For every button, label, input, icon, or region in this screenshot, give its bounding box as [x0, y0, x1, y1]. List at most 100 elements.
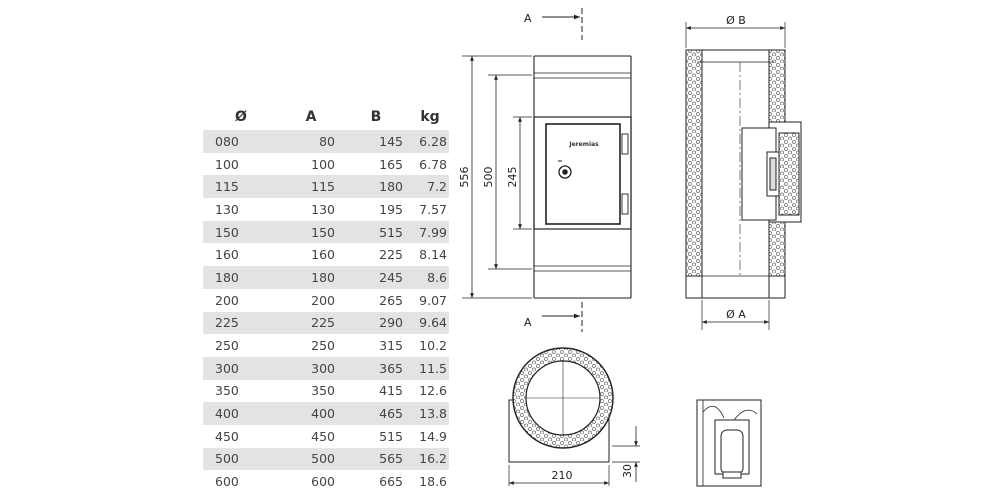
- cell-diameter: 100: [215, 156, 239, 172]
- table-row: 130 130 195 7.57: [203, 198, 449, 221]
- cell-kg: 11.5: [407, 356, 449, 380]
- section-door-latch: [769, 157, 777, 191]
- cell-diameter: 080: [203, 130, 279, 153]
- cell-kg: 7.99: [407, 220, 449, 244]
- cell-kg: 12.6: [419, 383, 447, 399]
- cell-kg: 8.6: [407, 266, 449, 289]
- cell-a: 80: [279, 130, 339, 153]
- insulation-left: [685, 49, 703, 277]
- cell-kg: 8.14: [419, 247, 447, 263]
- cell-kg: 10.2: [419, 338, 447, 354]
- cell-b: 515: [339, 220, 407, 244]
- cell-diameter: 500: [203, 447, 279, 471]
- dim-556-label: 556: [458, 167, 471, 188]
- detail-latch-body: [720, 429, 744, 475]
- section-label-top: A: [524, 12, 532, 25]
- cell-b: 225: [379, 247, 403, 263]
- dim-30-label: 30: [621, 464, 634, 478]
- cell-a: 600: [311, 474, 335, 490]
- cell-diameter: 450: [215, 428, 239, 444]
- cell-a: 500: [279, 447, 339, 471]
- cell-b: 415: [379, 383, 403, 399]
- cell-b: 515: [379, 428, 403, 444]
- bottom-view: [508, 347, 640, 486]
- cell-a: 115: [279, 175, 339, 199]
- cell-b: 665: [379, 474, 403, 490]
- cell-b: 365: [339, 356, 407, 380]
- cell-a: 450: [311, 428, 335, 444]
- dim-500-label: 500: [482, 167, 495, 188]
- cell-kg: 16.2: [407, 447, 449, 471]
- door-brand: Jeremias: [568, 141, 599, 148]
- header-b: B: [370, 109, 382, 125]
- section-view: [685, 22, 802, 330]
- cell-b: 465: [339, 402, 407, 425]
- cell-diameter: 225: [203, 311, 279, 335]
- cell-b: 315: [379, 338, 403, 354]
- dim-245-label: 245: [506, 167, 519, 188]
- cell-diameter: 300: [203, 356, 279, 380]
- spec-table-header: Ø A B kg: [203, 104, 449, 130]
- section-markers: [542, 8, 583, 332]
- cell-a: 300: [279, 356, 339, 380]
- dim-210-label: 210: [552, 469, 573, 482]
- header-diameter: Ø: [235, 109, 247, 125]
- cell-kg: 6.78: [419, 156, 447, 172]
- cell-a: 100: [311, 156, 335, 172]
- table-row: 250 250 315 10.2: [203, 334, 449, 357]
- cell-kg: 7.57: [419, 201, 447, 217]
- table-row: 450 450 515 14.9: [203, 425, 449, 448]
- cell-a: 400: [279, 402, 339, 425]
- detail-outer-box: [696, 399, 762, 487]
- cell-a: 200: [311, 292, 335, 308]
- header-a: A: [305, 109, 317, 125]
- bottom-outer-circle: [512, 347, 614, 449]
- cell-kg: 14.9: [419, 428, 447, 444]
- section-label-bottom: A: [524, 316, 532, 329]
- door-hinge-bottom: [621, 193, 629, 215]
- cell-diameter: 130: [215, 201, 239, 217]
- cell-diameter: 600: [215, 474, 239, 490]
- vertical-dimensions: [462, 55, 532, 299]
- cell-a: 160: [311, 247, 335, 263]
- cell-a: 130: [311, 201, 335, 217]
- door-frame: [533, 116, 632, 230]
- detail-latch-base: [722, 471, 742, 479]
- cell-diameter: 150: [203, 220, 279, 244]
- door-hinge-top: [621, 133, 629, 155]
- detail-flap-left: [702, 405, 725, 419]
- header-kg: kg: [420, 109, 440, 125]
- cell-a: 350: [311, 383, 335, 399]
- cell-kg: 9.64: [407, 311, 449, 335]
- cell-kg: 18.6: [419, 474, 447, 490]
- cell-a: 250: [311, 338, 335, 354]
- cell-b: 290: [339, 311, 407, 335]
- detail-flap-right: [733, 409, 758, 421]
- cell-kg: 6.28: [407, 130, 449, 153]
- cell-b: 245: [339, 266, 407, 289]
- cell-b: 145: [339, 130, 407, 153]
- cell-a: 180: [279, 266, 339, 289]
- table-row: 600 600 665 18.6: [203, 470, 449, 493]
- door-knob-center: [562, 169, 568, 175]
- cell-kg: 9.07: [419, 292, 447, 308]
- cell-diameter: 115: [203, 175, 279, 199]
- cell-b: 195: [379, 201, 403, 217]
- cell-diameter: 250: [215, 338, 239, 354]
- cell-b: 180: [339, 175, 407, 199]
- side-detail-view: [696, 399, 762, 487]
- cell-kg: 7.2: [407, 175, 449, 199]
